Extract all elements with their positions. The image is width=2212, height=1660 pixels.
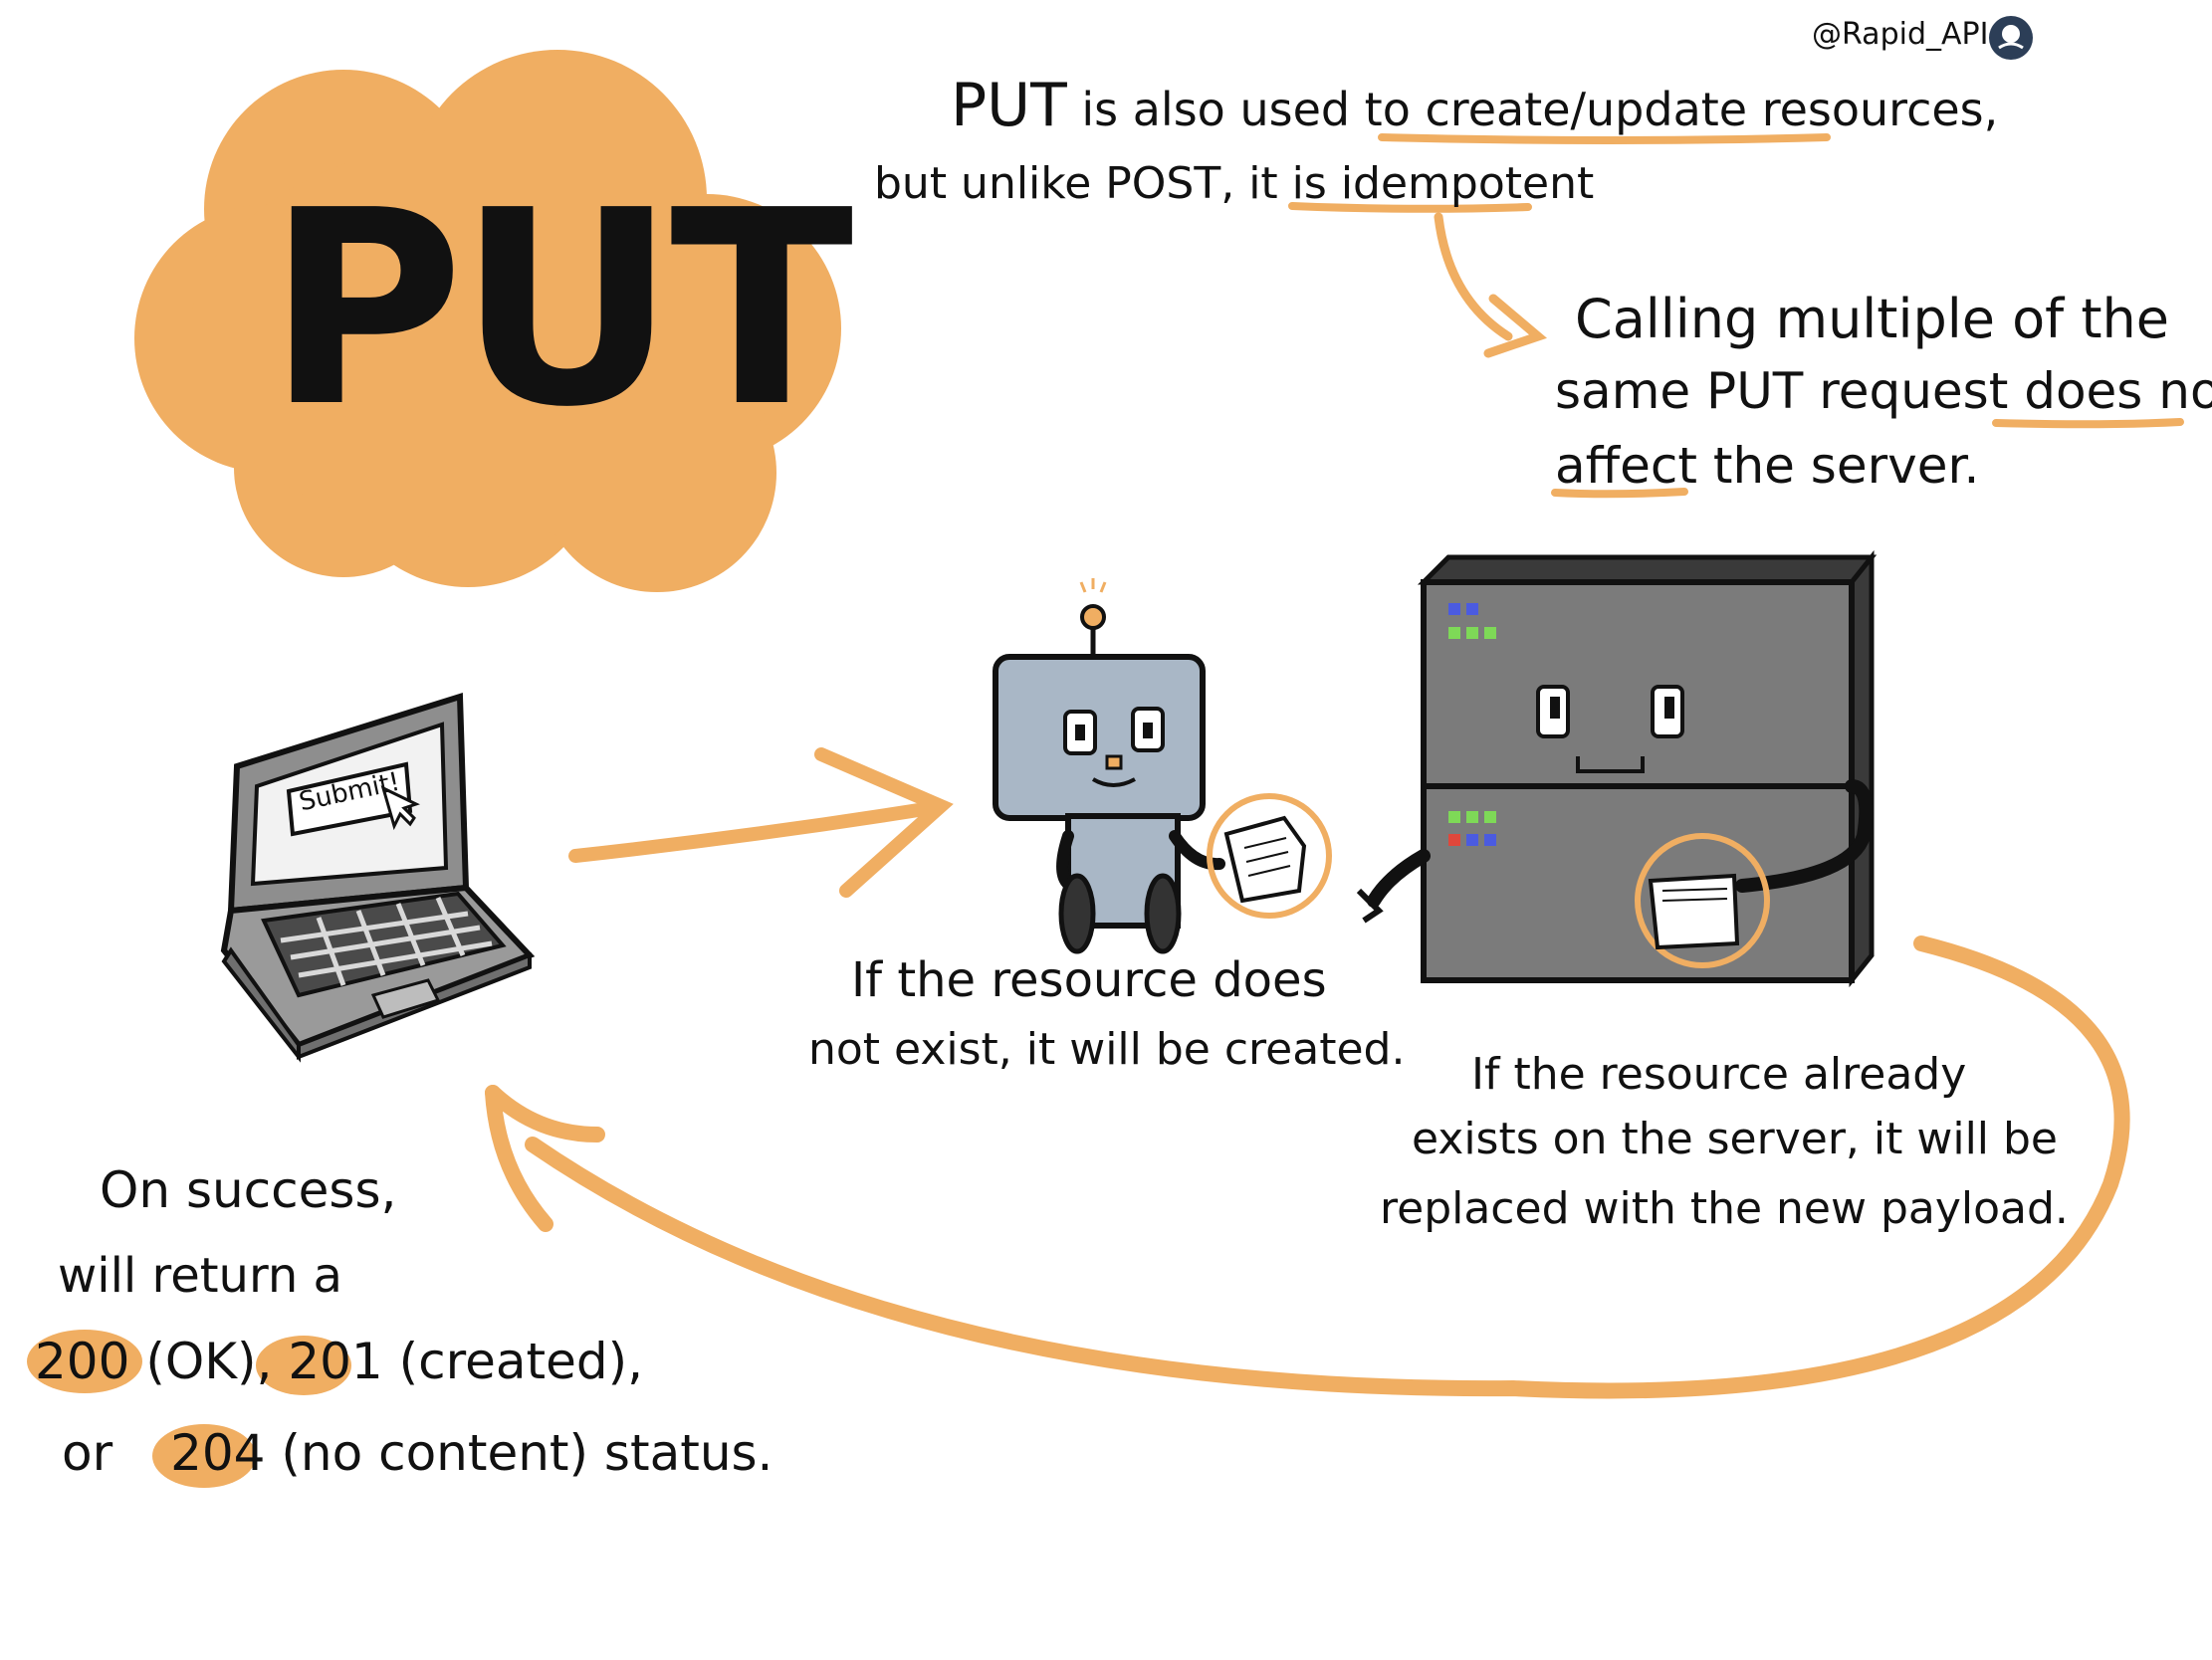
idempotent-note-line3-text: the server. — [1712, 437, 1980, 495]
success-note-line3: 200 (OK), 201 (created), — [35, 1333, 644, 1391]
server-leds-top — [1448, 603, 1496, 639]
server-illustration — [1356, 549, 1878, 988]
title-cloud — [134, 50, 841, 592]
status-code-204: 204 — [170, 1424, 266, 1482]
highlight-underlines — [1288, 133, 2184, 499]
idempotent-note-line3: affect the server. — [1555, 437, 1980, 496]
top-note-line2-text: but unlike POST, it is — [874, 158, 1327, 209]
request-arrow — [568, 747, 954, 898]
idempotent-note-affect: affect — [1555, 437, 1697, 495]
top-note-idempotent: idempotent — [1340, 158, 1595, 209]
server-note-line2: exists on the server, it will be — [1412, 1114, 2058, 1164]
laptop-illustration — [220, 692, 536, 1063]
server-note-line1: If the resource already — [1471, 1049, 1967, 1100]
status-code-200: 200 — [35, 1333, 130, 1390]
idempotent-note-line1: Calling multiple of the — [1575, 288, 2169, 350]
idempotent-note-line2: same PUT request does not — [1555, 362, 2212, 421]
idempotent-note-line2-text: same PUT request — [1555, 362, 2009, 420]
status-label-created: (created), — [398, 1333, 644, 1390]
robot-illustration — [993, 578, 1332, 954]
response-arrow — [485, 935, 2130, 1399]
success-note-line4: or 204 (no content) status. — [62, 1424, 774, 1483]
success-note-or: or — [62, 1424, 113, 1482]
status-label-ok: (OK), — [145, 1333, 273, 1390]
server-leds-bottom — [1448, 811, 1496, 846]
status-label-no-content: (no content) status. — [281, 1424, 774, 1482]
success-note-line2: will return a — [58, 1248, 342, 1304]
top-note-create-update: create/update resources, — [1425, 83, 1999, 136]
robot-note-line2: not exist, it will be created. — [808, 1024, 1406, 1075]
top-note-line2: but unlike POST, it is idempotent — [874, 158, 1595, 210]
status-code-highlights — [27, 1330, 351, 1488]
top-note-text: is also used to — [1081, 83, 1411, 136]
top-note-line1: PUT is also used to create/update resour… — [951, 72, 1998, 140]
success-note-line1: On success, — [100, 1161, 397, 1219]
idempotent-arrow — [1434, 212, 1547, 358]
author-handle: @Rapid_API — [1812, 17, 1989, 52]
top-note-put: PUT — [951, 71, 1067, 140]
rapidapi-logo — [1989, 16, 2033, 60]
page-title: PUT — [267, 152, 853, 466]
server-note-line3: replaced with the new payload. — [1380, 1183, 2069, 1234]
idempotent-note-does-not: does not — [2024, 362, 2212, 420]
robot-note-line1: If the resource does — [851, 952, 1327, 1008]
status-code-201: 201 — [288, 1333, 383, 1390]
